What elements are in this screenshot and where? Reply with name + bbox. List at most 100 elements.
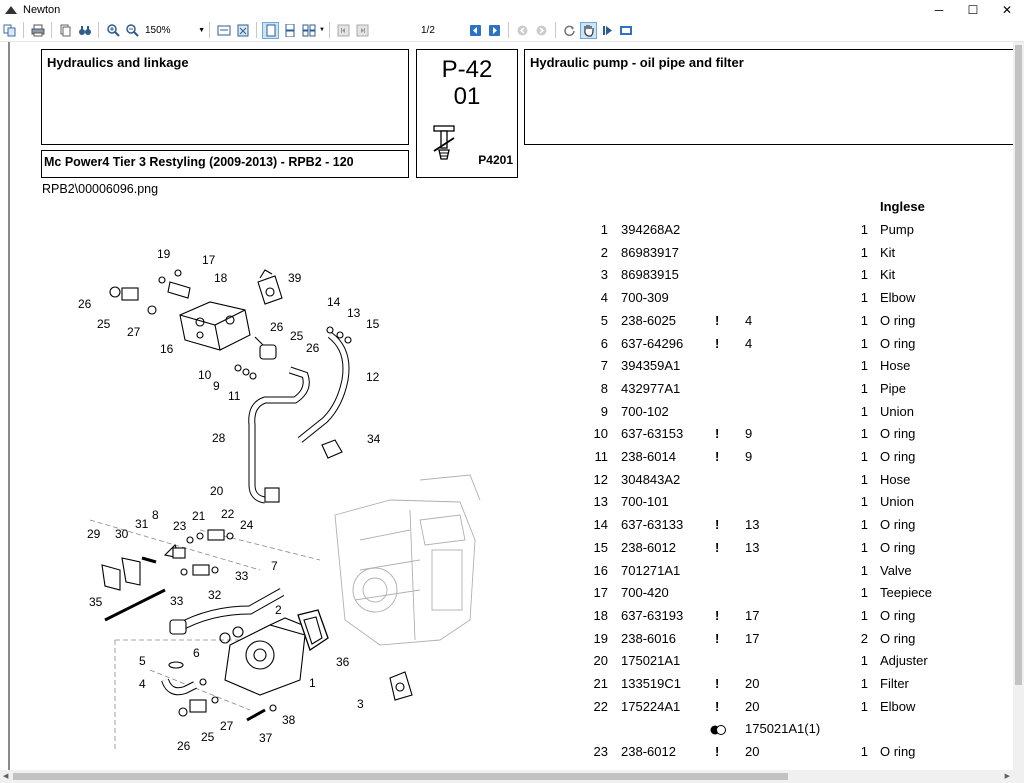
part-code: 238-6014 <box>621 449 676 464</box>
note-flag: ! <box>715 426 720 441</box>
scroll-right-icon[interactable]: ▶ <box>1004 773 1010 780</box>
description: O ring <box>880 449 916 464</box>
toolbar-separator <box>507 22 509 38</box>
facing-pages-icon[interactable] <box>300 22 317 39</box>
next-hotspot-icon[interactable] <box>599 22 616 39</box>
page-indicator[interactable]: 1/2 <box>421 24 435 36</box>
part-number: 1 <box>600 222 608 237</box>
fit-page-icon[interactable] <box>234 22 251 39</box>
last-page-icon[interactable] <box>354 22 371 39</box>
group-title-box: Hydraulics and linkage <box>41 49 409 145</box>
next-page-icon[interactable] <box>486 22 503 39</box>
first-page-icon[interactable] <box>335 22 352 39</box>
quantity: 1 <box>860 381 868 396</box>
reference: 4 <box>745 313 753 328</box>
description: Elbow <box>880 699 916 714</box>
hand-tool-icon[interactable] <box>579 21 597 39</box>
part-number: 9 <box>600 404 608 419</box>
quantity: 1 <box>860 744 868 759</box>
svg-text:9: 9 <box>213 379 220 393</box>
copy-page-icon[interactable] <box>57 22 74 39</box>
svg-text:17: 17 <box>202 253 216 267</box>
description: Pump <box>880 222 914 237</box>
vertical-scroll-thumb[interactable] <box>1015 45 1022 685</box>
parts-table-row[interactable]: 175021A1(1) <box>580 721 1000 743</box>
svg-text:39: 39 <box>288 271 302 285</box>
previous-page-icon[interactable] <box>467 22 484 39</box>
single-page-icon[interactable] <box>262 21 279 39</box>
toolbar: 150% ▼ ▼ 1/2 <box>0 19 1024 42</box>
part-number: 7 <box>600 358 608 373</box>
description: O ring <box>880 313 916 328</box>
horizontal-scroll-thumb[interactable] <box>13 773 788 780</box>
part-code: 637-64296 <box>621 336 684 351</box>
section-title-box: Hydraulic pump - oil pipe and filter <box>524 49 1013 145</box>
binoculars-icon[interactable] <box>76 22 93 39</box>
drawing-linework <box>89 269 481 750</box>
export-icon[interactable] <box>618 22 635 39</box>
svg-text:2: 2 <box>275 603 282 617</box>
part-number: 3 <box>600 267 608 282</box>
quantity: 1 <box>860 472 868 487</box>
refresh-icon[interactable] <box>561 22 578 39</box>
part-number: 15 <box>593 540 608 555</box>
chevron-down-icon[interactable]: ▼ <box>319 27 325 33</box>
vertical-scrollbar[interactable] <box>1013 42 1024 770</box>
part-code: 700-420 <box>621 585 669 600</box>
svg-text:26: 26 <box>78 297 92 311</box>
reference: 17 <box>745 631 760 646</box>
part-number: 14 <box>593 517 608 532</box>
zoom-in-icon[interactable] <box>104 22 121 39</box>
document-viewer[interactable]: Hydraulics and linkage Mc Power4 Tier 3 … <box>0 42 1013 770</box>
horizontal-scrollbar[interactable]: ◀ ▶ <box>0 770 1024 783</box>
toolbar-separator <box>328 22 330 38</box>
fit-width-icon[interactable] <box>215 22 232 39</box>
quantity: 1 <box>860 585 868 600</box>
copy-icon[interactable] <box>1 22 18 39</box>
part-number: 17 <box>593 585 608 600</box>
zoom-select[interactable]: 150% ▼ <box>143 22 207 39</box>
svg-text:35: 35 <box>89 595 103 609</box>
minimize-button[interactable]: ─ <box>934 2 944 17</box>
print-icon[interactable] <box>29 22 46 39</box>
maximize-button[interactable]: ☐ <box>967 2 979 17</box>
zoom-out-icon[interactable] <box>123 22 140 39</box>
description: O ring <box>880 744 916 759</box>
svg-text:22: 22 <box>221 507 235 521</box>
part-code: 637-63133 <box>621 517 684 532</box>
scroll-left-icon[interactable]: ◀ <box>3 773 9 780</box>
back-icon[interactable] <box>514 22 531 39</box>
toolbar-separator <box>256 22 257 38</box>
forward-icon[interactable] <box>533 22 550 39</box>
continuous-page-icon[interactable] <box>281 22 298 39</box>
quantity: 1 <box>860 426 868 441</box>
description: Valve <box>880 563 912 578</box>
part-code: 238-6012 <box>621 744 676 759</box>
close-button[interactable]: ✕ <box>1001 2 1013 17</box>
svg-text:4: 4 <box>139 677 146 691</box>
